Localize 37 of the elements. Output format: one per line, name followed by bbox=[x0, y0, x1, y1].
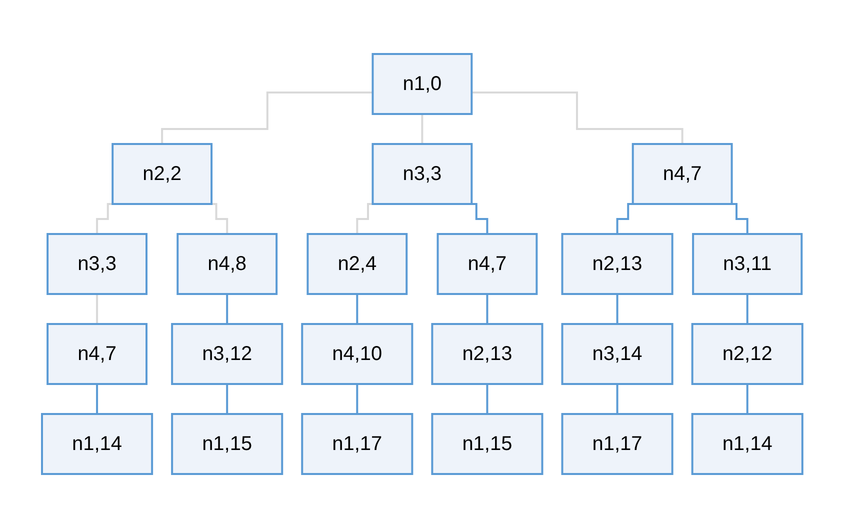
connector bbox=[616, 293, 619, 325]
node-box: n4,7 bbox=[46, 323, 148, 385]
connector bbox=[746, 293, 749, 325]
node-box: n3,11 bbox=[692, 233, 803, 295]
node-box: n2,13 bbox=[432, 323, 544, 385]
node-box: n1,17 bbox=[301, 413, 414, 475]
node-box: n1,14 bbox=[41, 413, 154, 475]
node-box: n4,7 bbox=[632, 143, 734, 205]
connector bbox=[356, 293, 358, 325]
node-box: n1,15 bbox=[171, 413, 284, 475]
connector bbox=[746, 383, 749, 415]
connector bbox=[472, 92, 684, 145]
connector bbox=[226, 293, 228, 325]
connector bbox=[226, 383, 228, 415]
connector bbox=[96, 383, 98, 415]
node-box: n2,2 bbox=[112, 143, 213, 205]
connector bbox=[616, 383, 619, 415]
node-box: n4,7 bbox=[437, 233, 538, 295]
connector bbox=[486, 383, 489, 415]
node-box: n1,14 bbox=[692, 413, 804, 475]
node-box: n1,15 bbox=[432, 413, 544, 475]
node-box: n3,14 bbox=[562, 323, 674, 385]
connector bbox=[422, 113, 424, 145]
node-box: n3,12 bbox=[171, 323, 284, 385]
connector bbox=[356, 383, 358, 415]
node-box: n3,3 bbox=[46, 233, 148, 295]
node-box: n2,13 bbox=[562, 233, 674, 295]
connector bbox=[161, 92, 374, 145]
node-box: n1,17 bbox=[562, 413, 674, 475]
node-box: n4,10 bbox=[301, 323, 414, 385]
node-box: n4,8 bbox=[176, 233, 278, 295]
connector bbox=[96, 293, 98, 325]
node-box: n2,12 bbox=[692, 323, 804, 385]
node-box: n3,3 bbox=[372, 143, 473, 205]
node-box: n1,0 bbox=[372, 53, 473, 115]
connector bbox=[486, 293, 489, 325]
node-box: n2,4 bbox=[307, 233, 408, 295]
